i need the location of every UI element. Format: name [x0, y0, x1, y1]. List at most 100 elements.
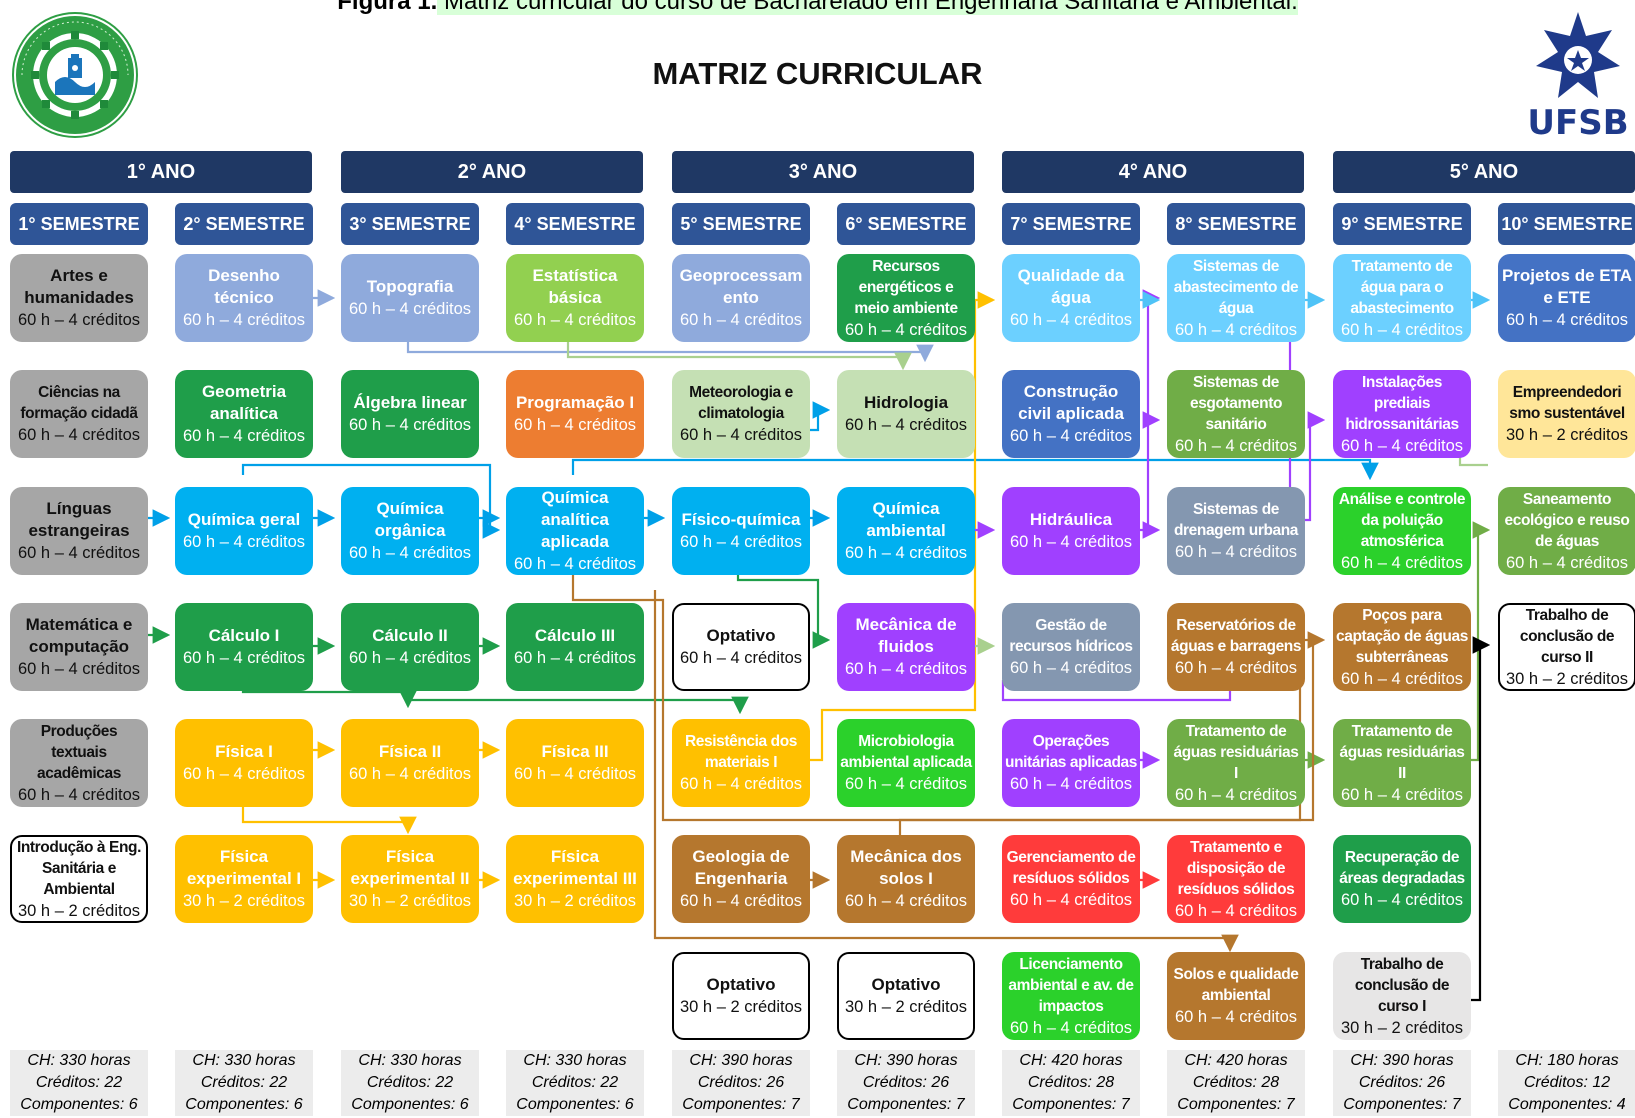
course-credits: 60 h – 4 créditos: [514, 311, 636, 329]
totals-creditos: Créditos: 28: [1192, 1074, 1280, 1091]
course-name: Topografia: [366, 277, 454, 296]
course-credits: 60 h – 4 créditos: [680, 649, 802, 667]
totals-ch: CH: 390 horas: [854, 1052, 958, 1069]
course-name: Optativo: [706, 626, 776, 645]
totals-creditos: Créditos: 26: [862, 1074, 950, 1091]
course-name: Microbiologia ambiental aplicada: [840, 733, 972, 771]
course-name: Licenciamento ambiental e av. de impacto…: [1008, 955, 1134, 1015]
totals-ch: CH: 330 horas: [192, 1052, 296, 1069]
course-credits: 30 h – 2 créditos: [1506, 669, 1628, 688]
year-header-5: 5° ANO: [1333, 151, 1635, 193]
course-card: Física II 60 h – 4 créditos: [341, 719, 479, 807]
course-credits: 60 h – 4 créditos: [845, 892, 967, 910]
course-credits: 60 h – 4 créditos: [183, 649, 305, 667]
course-name: Artes e humanidades: [24, 266, 134, 307]
course-credits: 60 h – 4 créditos: [1506, 553, 1628, 572]
course-credits: 60 h – 4 créditos: [1010, 533, 1132, 551]
course-credits: 60 h – 4 créditos: [1341, 891, 1463, 909]
course-name: Instalações prediais hidrossanitárias: [1345, 373, 1459, 433]
year-header-4: 4° ANO: [1002, 151, 1304, 193]
course-name: Projetos de ETA e ETE: [1501, 266, 1633, 307]
course-credits: 60 h – 4 créditos: [1175, 543, 1297, 561]
totals-creditos: Créditos: 22: [531, 1074, 619, 1091]
course-card: Artes e humanidades 60 h – 4 créditos: [10, 254, 148, 342]
course-name: Geologia de Engenharia: [692, 847, 790, 888]
totals-ch: CH: 330 horas: [27, 1052, 131, 1069]
course-credits: 30 h – 2 créditos: [514, 892, 636, 910]
year-header-3: 3° ANO: [672, 151, 974, 193]
caption-prefix: Figura 1.: [337, 0, 438, 15]
course-name: Álgebra linear: [353, 393, 467, 412]
semester-header-8: 8° SEMESTRE: [1167, 203, 1305, 245]
ufsb-logo-text: UFSB: [1528, 103, 1628, 140]
course-name: Recuperação de áreas degradadas: [1339, 849, 1465, 887]
course-credits: 60 h – 4 créditos: [1010, 891, 1132, 909]
course-name: Línguas estrangeiras: [28, 499, 130, 540]
course-credits: 60 h – 4 créditos: [18, 660, 140, 678]
course-name: Optativo: [706, 975, 776, 994]
course-name: Física II: [378, 742, 442, 761]
course-credits: 60 h – 4 créditos: [349, 416, 471, 434]
course-name: Gerenciamento de resíduos sólidos: [1006, 849, 1136, 887]
ufsb-logo: UFSB: [1527, 8, 1629, 143]
totals-ch: CH: 180 horas: [1515, 1052, 1619, 1069]
totals-componentes: Componentes: 7: [1012, 1096, 1130, 1113]
totals-creditos: Créditos: 28: [1027, 1074, 1115, 1091]
totals-ch: CH: 390 horas: [689, 1052, 793, 1069]
course-credits: 60 h – 4 créditos: [18, 311, 140, 329]
semester-header-3: 3° SEMESTRE: [341, 203, 479, 245]
course-credits: 60 h – 4 créditos: [514, 649, 636, 667]
course-credits: 60 h – 4 créditos: [1175, 1008, 1297, 1026]
course-credits: 60 h – 4 créditos: [680, 775, 802, 793]
course-name: Física experimental I: [186, 847, 302, 888]
course-credits: 60 h – 4 créditos: [1175, 785, 1297, 804]
totals-componentes: Componentes: 6: [185, 1096, 303, 1113]
course-credits: 60 h – 4 créditos: [514, 555, 636, 573]
course-credits: 60 h – 4 créditos: [18, 426, 140, 444]
course-credits: 60 h – 4 créditos: [514, 416, 636, 434]
totals-creditos: Créditos: 26: [1358, 1074, 1446, 1091]
course-card: Projetos de ETA e ETE 60 h – 4 créditos: [1498, 254, 1635, 342]
course-credits: 60 h – 4 créditos: [1010, 427, 1132, 445]
totals-ch: CH: 420 horas: [1184, 1052, 1288, 1069]
course-name: Química orgânica: [374, 499, 446, 540]
course-credits: 60 h – 4 créditos: [845, 775, 967, 793]
course-credits: 60 h – 4 créditos: [183, 533, 305, 551]
course-credits: 60 h – 4 créditos: [349, 765, 471, 783]
year-header-2: 2° ANO: [341, 151, 643, 193]
course-name: Tratamento de água para o abastecimento: [1350, 257, 1454, 317]
figure-caption: Figura 1. Matriz curricular do curso de …: [0, 0, 1635, 15]
course-name: Tratamento e disposição de resíduos sóli…: [1177, 838, 1295, 898]
course-credits: 30 h – 2 créditos: [1506, 426, 1628, 444]
semester-header-7: 7° SEMESTRE: [1002, 203, 1140, 245]
course-name: Optativo: [871, 975, 941, 994]
course-credits: 60 h – 4 créditos: [349, 649, 471, 667]
course-card: Álgebra linear 60 h – 4 créditos: [341, 370, 479, 458]
course-credits: 60 h – 4 créditos: [1506, 311, 1628, 329]
course-credits: 60 h – 4 créditos: [1010, 775, 1132, 793]
course-card: Microbiologia ambiental aplicada 60 h – 4…: [837, 719, 975, 807]
course-credits: 60 h – 4 créditos: [1175, 320, 1297, 339]
course-name: Físico-química: [681, 510, 801, 529]
semester-header-5: 5° SEMESTRE: [672, 203, 810, 245]
totals-componentes: Componentes: 7: [847, 1096, 965, 1113]
course-name: Ciências na formação cidadã: [20, 384, 138, 422]
